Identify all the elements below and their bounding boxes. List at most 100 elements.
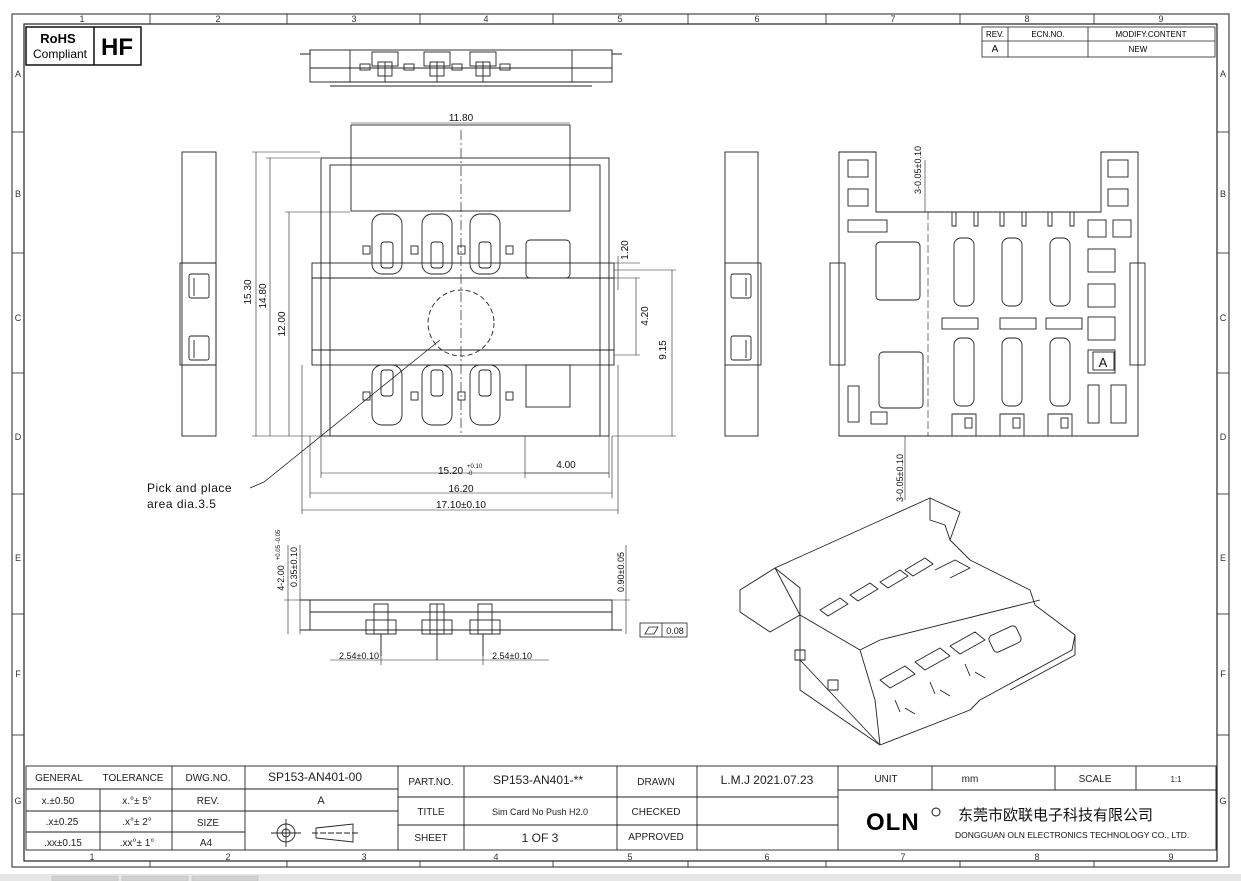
sheet-label: SHEET (414, 833, 447, 844)
bottom-view (829, 151, 1146, 437)
top-edge-view (300, 49, 622, 87)
compliant-label: Compliant (33, 47, 88, 61)
grid-row-label: F (15, 669, 21, 679)
tol-x-linear: x.±0.50 (42, 796, 75, 807)
projection-symbol (271, 819, 358, 847)
dim-height-1530: 15.30 (243, 279, 254, 304)
approved-label: APPROVED (628, 832, 684, 843)
dim-1710: 17.10±0.10 (436, 500, 486, 511)
dim-height-1480: 14.80 (258, 283, 269, 308)
grid-row-label: G (1219, 796, 1226, 806)
dim-090: 0.90±0.05 (616, 552, 626, 592)
company-logo-text: OLN (866, 809, 920, 836)
grid-row-label: A (15, 69, 21, 79)
grid-row-label: B (1220, 189, 1226, 199)
left-side-view (179, 151, 217, 437)
grid-col-label: 8 (1024, 14, 1029, 24)
hf-label: HF (101, 34, 133, 61)
grid-col-label: 4 (493, 852, 498, 862)
grid-col-label: 8 (1034, 852, 1039, 862)
front-elevation-view (300, 599, 622, 660)
company-logo: OLN (866, 807, 941, 836)
rohs-label: RoHS (40, 31, 76, 46)
bottom-view-dimensions: 3-0.05±0.10 3-0.05±0.10 A (895, 146, 1108, 502)
rev-value: A (317, 795, 325, 807)
front-elevation-dimensions: 4-2.00 +0.05 -0.05 0.35±0.10 0.90±0.05 2… (276, 529, 688, 665)
dim-254-right: 2.54±0.10 (492, 651, 532, 661)
pick-place-note-line1: Pick and place (147, 481, 232, 495)
grid-labels: 1 2 3 4 5 6 7 8 9 1 2 3 4 5 6 7 8 9 A B … (14, 14, 1226, 862)
rev-label: REV. (197, 796, 219, 807)
grid-row-label: G (14, 796, 21, 806)
flatness-value: 0.08 (666, 626, 684, 636)
grid-col-label: 5 (617, 14, 622, 24)
grid-row-label: B (15, 189, 21, 199)
grid-col-label: 1 (89, 852, 94, 862)
grid-col-label: 4 (483, 14, 488, 24)
checked-label: CHECKED (632, 807, 681, 818)
tolerance-label: TOLERANCE (103, 773, 164, 784)
scale-value: 1:1 (1170, 775, 1182, 784)
front-view-dimension-text: 11.80 15.30 14.80 12.00 1.20 4.20 9.15 1… (147, 113, 669, 511)
dim-4200-tol: +0.05 -0.05 (276, 529, 282, 560)
dim-3005-top: 3-0.05±0.10 (913, 146, 923, 194)
title-block: GENERAL TOLERANCE x.±0.50 x.°± 5° .x±0.2… (25, 765, 1217, 851)
unit-label: UNIT (874, 774, 897, 785)
grid-col-label: 6 (754, 14, 759, 24)
tol-xxx-linear: .xx±0.15 (44, 838, 82, 849)
revision-table: REV. ECN.NO. MODIFY.CONTENT A NEW (981, 26, 1216, 58)
dim-1520-tol: +0.10 (467, 464, 483, 470)
dwg-no-value: SP153-AN401-00 (268, 770, 362, 784)
dim-1620: 16.20 (448, 484, 473, 495)
dim-254-left: 2.54±0.10 (339, 651, 379, 661)
grid-col-label: 6 (764, 852, 769, 862)
title-value: Sim Card No Push H2.0 (492, 807, 588, 817)
dim-width-top: 11.80 (449, 113, 474, 124)
part-no-label: PART.NO. (408, 777, 453, 788)
label-a: A (1099, 355, 1108, 370)
front-view (249, 124, 615, 489)
sheet-value: 1 OF 3 (522, 831, 559, 845)
dim-1520: 15.20 (438, 466, 463, 477)
unit-value: mm (962, 774, 979, 785)
grid-row-label: D (15, 432, 22, 442)
company-name-cn: 东莞市欧联电子科技有限公司 (958, 806, 1153, 824)
company-name-en: DONGGUAN OLN ELECTRONICS TECHNOLOGY CO.,… (955, 830, 1189, 840)
rev-value: A (992, 44, 999, 55)
ecn-header: ECN.NO. (1031, 30, 1064, 39)
grid-row-label: A (1220, 69, 1226, 79)
dim-400: 4.00 (556, 460, 576, 471)
tol-xx-angle: .x°± 2° (122, 817, 152, 828)
grid-col-label: 1 (79, 14, 84, 24)
title-label: TITLE (417, 807, 445, 818)
dim-3005-bottom: 3-0.05±0.10 (895, 454, 905, 502)
part-no-value: SP153-AN401-** (493, 773, 583, 787)
grid-col-label: 9 (1158, 14, 1163, 24)
right-side-view (724, 151, 762, 437)
bottom-strip (0, 874, 1241, 881)
drawing-frame (11, 13, 1230, 868)
drawn-value: L.M.J 2021.07.23 (721, 773, 814, 787)
general-label: GENERAL (35, 773, 83, 784)
grid-row-label: C (15, 313, 22, 323)
grid-col-label: 7 (900, 852, 905, 862)
modify-header: MODIFY.CONTENT (1116, 30, 1187, 39)
dim-035: 0.35±0.10 (289, 547, 299, 587)
dim-915: 9.15 (658, 340, 669, 360)
grid-col-label: 7 (890, 14, 895, 24)
scale-label: SCALE (1079, 774, 1112, 785)
pick-place-note-line2: area dia.3.5 (147, 497, 216, 511)
front-view-dimensions (252, 122, 676, 514)
dim-420: 4.20 (640, 306, 651, 326)
grid-col-label: 2 (215, 14, 220, 24)
drawn-label: DRAWN (637, 777, 674, 788)
isometric-view (739, 497, 1076, 746)
grid-row-label: E (15, 553, 21, 563)
grid-col-label: 3 (361, 852, 366, 862)
tol-xxx-angle: .xx°± 1° (120, 838, 155, 849)
rohs-hf-badge: RoHS Compliant HF (25, 26, 142, 66)
flatness-callout: 0.08 (639, 622, 688, 638)
size-value: A4 (200, 838, 213, 849)
dim-1520-tol2: -0 (467, 471, 473, 477)
